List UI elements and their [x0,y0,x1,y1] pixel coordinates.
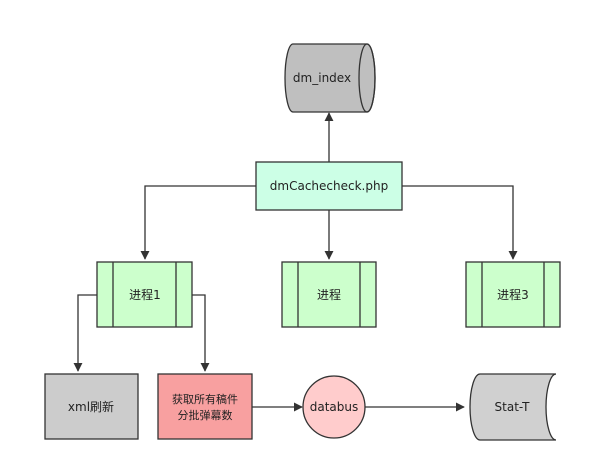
node-databus: databus [302,375,366,439]
node-label: xml刷新 [68,399,114,414]
node-dmcachecheck: dmCachecheck.php [255,161,403,211]
edge-process1-to-fetch-manuscripts [192,294,210,372]
edge-dmcachecheck-to-process3 [402,185,518,260]
node-process2: 进程 [281,261,377,328]
node-fetch-manuscripts: 获取所有稿件 分批弹幕数 [157,373,253,440]
edge-process1-to-xml-refresh [73,294,97,372]
process-box [157,373,253,440]
node-stat-t: Stat-T [469,373,557,441]
stored-data-shape [469,373,557,441]
node-label: 进程1 [129,287,161,302]
edge-dmcachecheck-to-process1 [140,185,256,260]
process-box [44,373,139,440]
edges [73,112,518,412]
node-label: Stat-T [495,400,531,414]
node-label: dmCachecheck.php [270,179,388,193]
node-xml-refresh: xml刷新 [44,373,139,440]
database-end-cap [358,43,376,113]
node-label: databus [310,400,359,414]
node-label: dm_index [293,71,351,85]
node-process1: 进程1 [96,261,193,328]
node-label-line2: 分批弹幕数 [178,408,233,422]
node-label: 进程 [317,287,341,302]
node-label: 进程3 [497,287,529,302]
node-dm-index: dm_index [284,43,376,113]
node-label-line1: 获取所有稿件 [172,392,238,406]
connector-circle [302,375,366,439]
node-process3: 进程3 [465,261,561,328]
process-box [255,161,403,211]
